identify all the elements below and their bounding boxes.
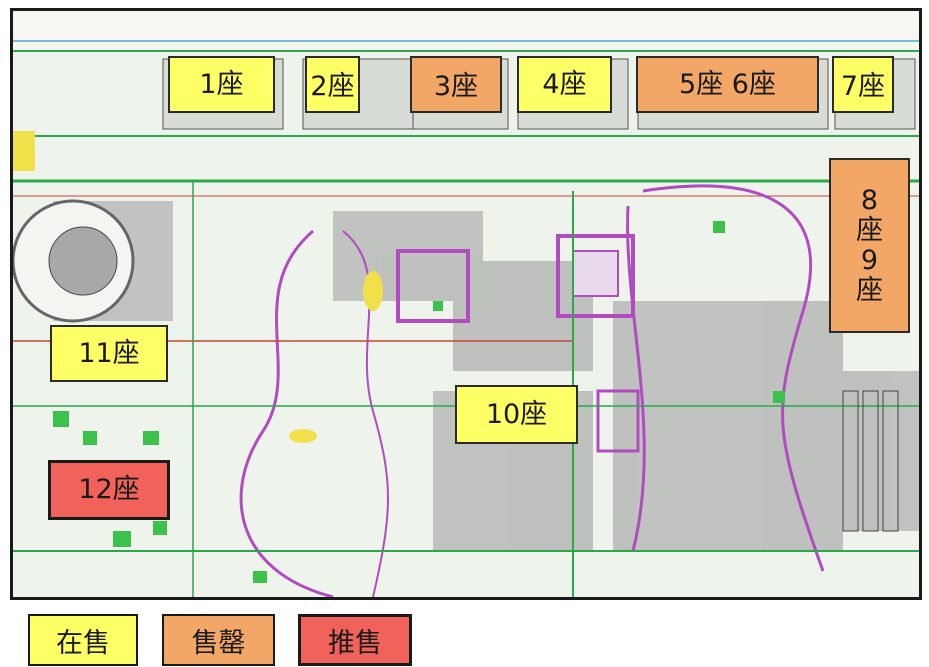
block-12-label[interactable]: 12座 xyxy=(48,460,170,520)
block-1-label[interactable]: 1座 xyxy=(168,56,275,113)
block-5-6-label[interactable]: 5座 6座 xyxy=(636,56,819,113)
block-11-label[interactable]: 11座 xyxy=(50,325,168,382)
block-8-9-label[interactable]: 8座9座 xyxy=(829,158,910,333)
block-10-label[interactable]: 10座 xyxy=(455,385,578,444)
legend-on-sale: 在售 xyxy=(28,614,138,666)
legend-sold-out: 售罄 xyxy=(162,614,275,666)
block-3-label[interactable]: 3座 xyxy=(410,56,502,113)
legend-promoted: 推售 xyxy=(298,614,412,666)
block-4-label[interactable]: 4座 xyxy=(517,56,612,113)
block-7-label[interactable]: 7座 xyxy=(832,56,894,113)
block-2-label[interactable]: 2座 xyxy=(305,56,360,113)
